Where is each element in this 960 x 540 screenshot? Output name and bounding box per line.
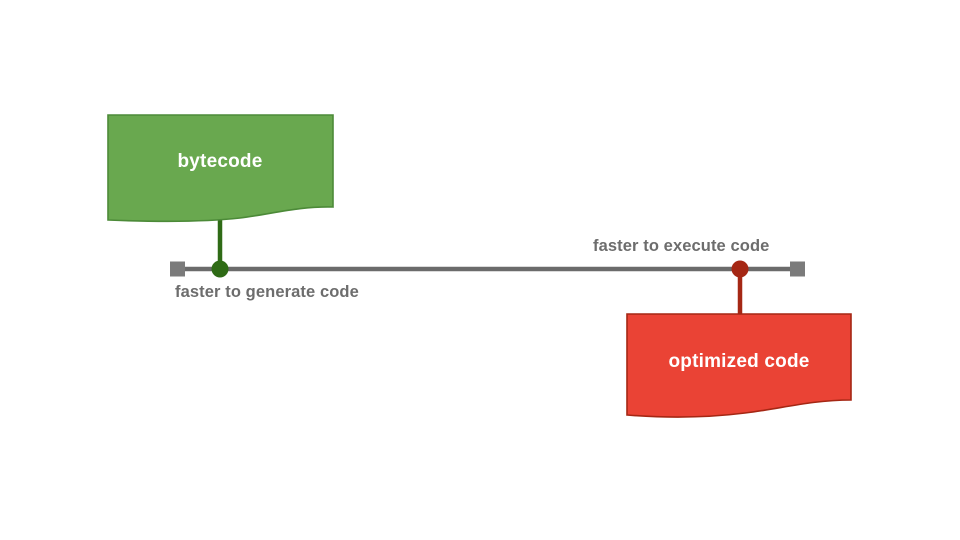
bytecode-axis-marker-icon[interactable] bbox=[211, 260, 229, 278]
bytecode-label: bytecode bbox=[177, 151, 262, 172]
optimized-code-label: optimized code bbox=[668, 351, 809, 372]
axis-left-endcap-icon bbox=[170, 261, 185, 277]
axis-label-faster-to-execute-code: faster to execute code bbox=[593, 237, 769, 255]
optimized-code-shape bbox=[626, 313, 852, 418]
bytecode-shape bbox=[107, 114, 334, 223]
node-bytecode[interactable]: bytecode bbox=[107, 114, 334, 278]
axis-label-faster-to-generate-code: faster to generate code bbox=[175, 283, 359, 301]
node-optimized-code[interactable]: optimized code bbox=[626, 260, 852, 418]
axis-right-endcap-icon bbox=[790, 261, 805, 277]
optimized-code-axis-marker-icon[interactable] bbox=[731, 260, 749, 278]
